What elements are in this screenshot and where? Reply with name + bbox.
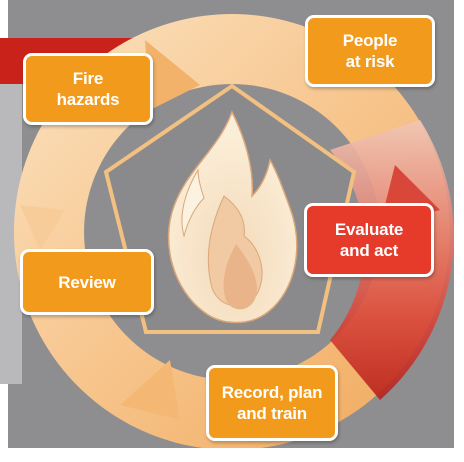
step-label: People at risk <box>342 31 398 71</box>
flame-icon <box>167 110 298 324</box>
step-evaluate-and-act[interactable]: Evaluate and act <box>304 203 434 277</box>
step-people-at-risk[interactable]: People at risk <box>305 15 435 87</box>
left-wash <box>0 84 22 384</box>
step-label: Evaluate and act <box>334 220 404 260</box>
step-record-plan-and-train[interactable]: Record, plan and train <box>206 365 338 441</box>
step-fire-hazards[interactable]: Fire hazards <box>23 53 153 125</box>
arrow-head-bottom <box>120 360 180 420</box>
arrow-head-top <box>145 40 200 110</box>
step-label: Review <box>58 272 116 292</box>
right-frame-strip <box>454 0 464 462</box>
step-label: Fire hazards <box>56 69 120 109</box>
step-review[interactable]: Review <box>20 249 154 315</box>
arrow-head-left <box>20 205 65 250</box>
bottom-frame-strip <box>0 448 464 462</box>
step-label: Record, plan and train <box>221 383 323 423</box>
